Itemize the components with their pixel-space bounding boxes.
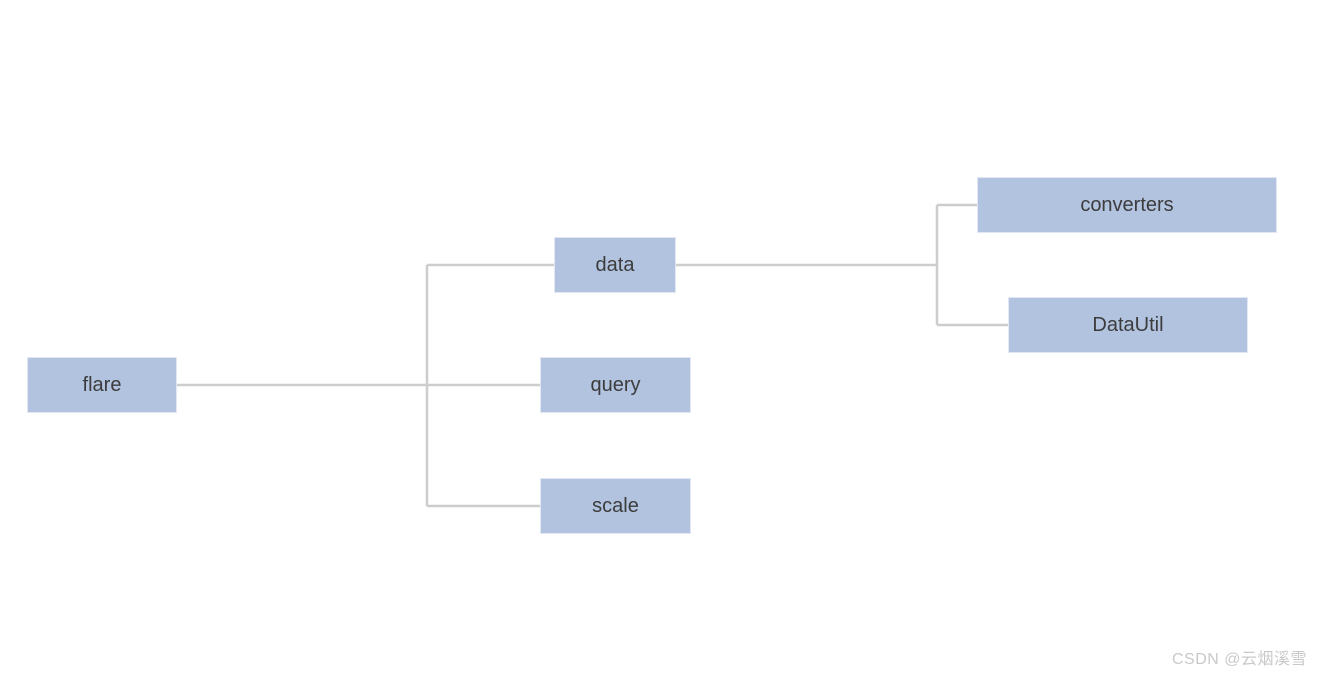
- tree-node-data[interactable]: data: [554, 237, 676, 293]
- tree-node-label: data: [595, 253, 635, 276]
- tree-node-label: converters: [1080, 193, 1174, 216]
- tree-node-label: DataUtil: [1092, 313, 1164, 336]
- tree-node-label: scale: [592, 494, 639, 517]
- tree-node-label: flare: [82, 373, 122, 396]
- tree-node-datautil[interactable]: DataUtil: [1008, 297, 1248, 353]
- tree-node-label: query: [590, 373, 641, 396]
- tree-node-scale[interactable]: scale: [540, 478, 691, 534]
- tree-node-converters[interactable]: converters: [977, 177, 1277, 233]
- tree-node-flare[interactable]: flare: [27, 357, 177, 413]
- tree-node-query[interactable]: query: [540, 357, 691, 413]
- watermark: CSDN @云烟溪雪: [1171, 651, 1307, 668]
